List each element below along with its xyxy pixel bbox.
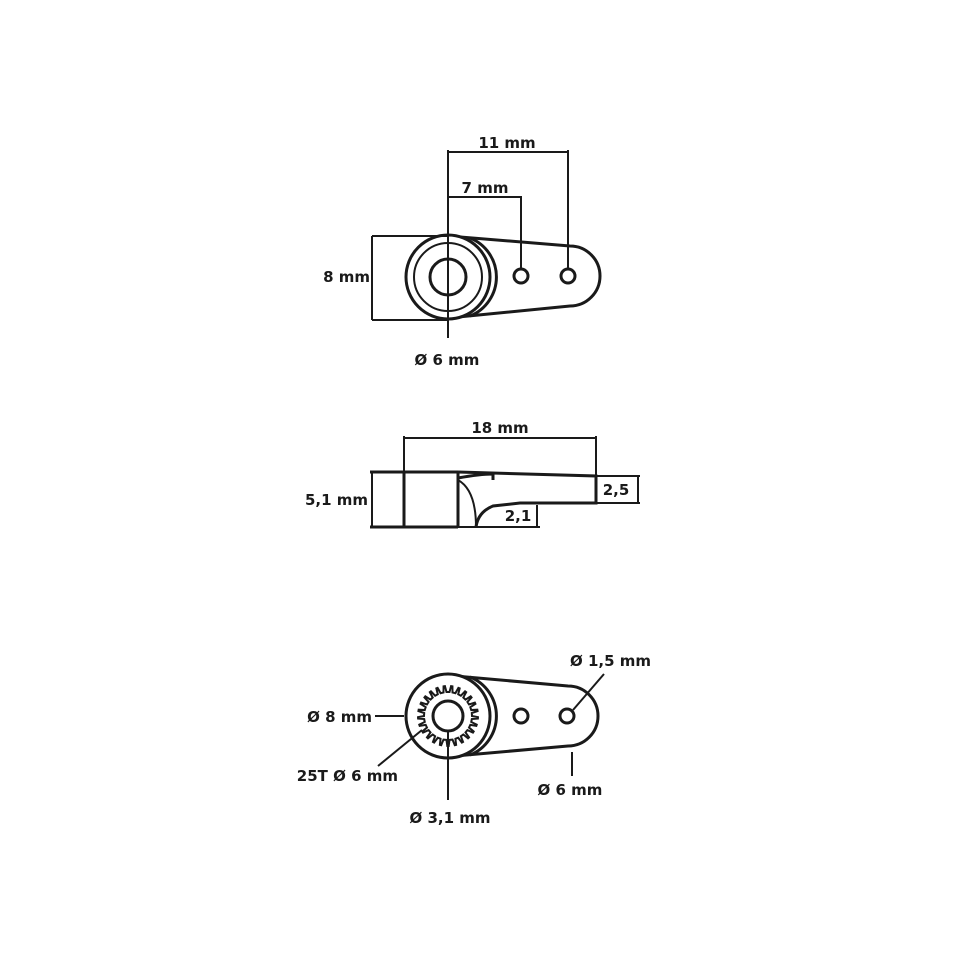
top-hole-inner (512, 267, 530, 285)
spline-teeth (416, 685, 480, 747)
top-arm-outline (447, 234, 602, 320)
bottom-hub-side-arc (469, 675, 498, 757)
bottom-label-bore: Ø 3,1 mm (409, 809, 490, 827)
side-arm-outline (457, 470, 598, 528)
side-label-5-1mm: 5,1 mm (305, 491, 368, 509)
top-label-8mm: 8 mm (323, 268, 370, 286)
side-arm-curve (457, 479, 477, 528)
bottom-hole-inner (512, 707, 530, 725)
bottom-arm-outline (454, 674, 600, 758)
bottom-hole-outer (558, 707, 576, 725)
side-label-18mm: 18 mm (471, 419, 528, 437)
side-view: 18 mm 5,1 mm 2,5 2,1 (305, 419, 640, 529)
top-hole-outer (559, 267, 577, 285)
bottom-label-outer-dia: Ø 8 mm (307, 708, 372, 726)
top-label-11mm: 11 mm (478, 134, 535, 152)
bottom-label-spline: 25T Ø 6 mm (297, 767, 398, 785)
top-view: 11 mm 7 mm 8 mm Ø 6 mm (323, 134, 602, 369)
top-label-hub-dia: Ø 6 mm (415, 351, 480, 369)
bottom-label-hole-dia: Ø 1,5 mm (570, 652, 651, 670)
bottom-leader-spline (377, 729, 423, 767)
bottom-label-tip-dia: Ø 6 mm (538, 781, 603, 799)
bottom-leader-hole (572, 673, 605, 711)
side-hub-block (370, 470, 460, 529)
top-hub-side-arc (469, 236, 498, 318)
bottom-view: Ø 1,5 mm Ø 8 mm 25T Ø 6 mm Ø 3,1 mm Ø 6 … (297, 652, 651, 827)
top-label-7mm: 7 mm (462, 179, 509, 197)
bottom-bore (431, 699, 465, 733)
side-label-2-1: 2,1 (505, 507, 532, 525)
side-label-2-5: 2,5 (603, 481, 630, 499)
spline-teeth-path (416, 685, 480, 747)
